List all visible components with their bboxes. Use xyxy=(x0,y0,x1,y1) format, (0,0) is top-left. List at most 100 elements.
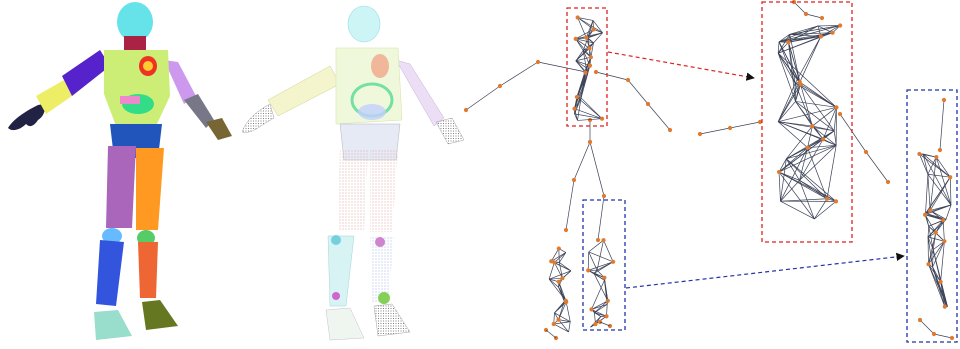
zoom-head-joint xyxy=(804,12,808,16)
skeleton-left-shin-joint xyxy=(601,238,605,242)
pc-ankle-marker-2 xyxy=(332,292,340,300)
skeleton-torso-edge xyxy=(575,74,588,114)
skeleton-left-arm-edge xyxy=(628,80,648,104)
skeleton-right-shin-edge xyxy=(549,271,571,279)
zoom-legs-joint xyxy=(948,175,952,179)
zoom-foot-joint xyxy=(918,318,922,322)
zoom-legs-joint xyxy=(928,208,932,212)
zoom-legs-edge xyxy=(941,241,945,282)
skeleton-torso-joint xyxy=(584,35,588,39)
pc-right-foot xyxy=(326,308,364,340)
skeleton-torso-joint xyxy=(600,117,604,121)
zoom-torso-edge xyxy=(795,36,821,83)
zoom-torso-joint xyxy=(830,31,834,35)
zoom-head-edge xyxy=(806,14,822,18)
zoom-foot-joint xyxy=(950,336,954,340)
neck xyxy=(124,36,146,50)
zoom-legs-edge xyxy=(926,174,928,213)
pc-left-knee xyxy=(375,237,385,247)
zoom-torso-joint xyxy=(799,82,803,86)
point-cloud-panel xyxy=(242,6,464,340)
zoom-torso-edge xyxy=(779,139,823,172)
skeleton-torso-joint xyxy=(576,15,580,19)
zoom-right-arm-joint xyxy=(698,132,702,136)
zoom-left-arm-joint xyxy=(838,112,842,116)
pc-ankle-marker-1 xyxy=(378,292,390,304)
skeleton-right-leg-joint xyxy=(588,118,592,122)
skeleton-right-shin-joint xyxy=(557,246,561,250)
zoom-legs-edge xyxy=(928,174,930,210)
zoom-torso-joint xyxy=(777,170,781,174)
zoom-leg-top-edge xyxy=(940,100,944,150)
zoom-left-arm-edge xyxy=(866,152,888,182)
zoom-torso-edge xyxy=(800,180,836,201)
skeleton-torso-joint xyxy=(572,107,576,111)
skeleton-right-shin-edge xyxy=(554,302,566,313)
skeleton-left-arm-joint xyxy=(646,102,650,106)
skeleton-left-shin-joint xyxy=(604,314,608,318)
zoom-foot-edge xyxy=(934,334,952,338)
skeleton-torso-joint xyxy=(591,27,595,31)
right-foot xyxy=(94,310,132,340)
skeleton-right-leg-joint xyxy=(564,228,568,232)
pc-left-foot xyxy=(374,304,410,336)
left-thigh xyxy=(136,148,164,230)
zoom-torso-edge xyxy=(780,199,827,201)
zoom-foot-edge xyxy=(920,320,934,334)
skeleton-right-arm-edge xyxy=(538,62,586,72)
zoom-torso-joint xyxy=(825,197,829,201)
skeleton-left-shin-joint xyxy=(589,307,593,311)
skeleton-right-leg-edge xyxy=(574,142,590,180)
zoom-torso-edge xyxy=(780,180,799,201)
zoom-left-arm-joint xyxy=(886,180,890,184)
skeleton-left-leg-joint xyxy=(602,194,606,198)
right-hand xyxy=(8,104,45,130)
zoom-leg-top-joint xyxy=(938,148,942,152)
zoom-torso-edge xyxy=(827,145,836,198)
skeleton-torso-joint xyxy=(574,37,578,41)
skeleton-torso-joint xyxy=(589,55,593,59)
zoom-legs-joint xyxy=(923,213,927,217)
skeleton-right-shin-joint xyxy=(552,322,556,326)
torso xyxy=(104,50,170,126)
left-hand xyxy=(206,118,232,140)
zoom-torso-joint xyxy=(834,199,838,203)
legs-zoom-arrow xyxy=(626,256,904,288)
pc-left-arm xyxy=(396,60,444,126)
zoom-leg-top-joint xyxy=(942,98,946,102)
skeleton-right-arm-joint xyxy=(498,84,502,88)
pc-right-arm xyxy=(268,66,340,116)
zoom-legs-edge xyxy=(943,220,944,241)
right-shin xyxy=(96,240,124,306)
skeleton-left-arm-joint xyxy=(626,78,630,82)
skeleton-right-leg-joint xyxy=(572,178,576,182)
pc-right-leg xyxy=(338,150,368,230)
zoom-legs-joint xyxy=(934,231,938,235)
skeleton-torso-joint xyxy=(583,70,587,74)
zoom-legs-joint xyxy=(941,218,945,222)
skeleton-torso-joint xyxy=(575,95,579,99)
skeleton-right-arm-edge xyxy=(500,62,538,86)
zoom-torso-joint xyxy=(819,34,823,38)
skeleton-left-leg-joint xyxy=(588,140,592,144)
segmented-mesh-panel xyxy=(8,2,232,340)
skeleton-left-arm-edge xyxy=(648,104,670,130)
skeleton-left-leg-edge xyxy=(590,142,604,196)
zoom-legs-joint xyxy=(917,152,921,156)
skeleton-left-shin-joint xyxy=(602,276,606,280)
zoom-right-arm-edge xyxy=(730,122,760,128)
skeleton-right-shin-edge xyxy=(554,324,569,332)
pc-heart xyxy=(371,54,389,78)
zoom-head-edge xyxy=(794,2,806,14)
skeleton-left-shin-joint xyxy=(611,260,615,264)
zoom-legs-joint xyxy=(939,280,943,284)
zoom-torso-edge xyxy=(779,148,808,172)
skeleton-right-arm-edge xyxy=(466,86,500,110)
zoom-torso-joint xyxy=(810,124,814,128)
zoom-torso-joint xyxy=(805,146,809,150)
zoom-right-arm-edge xyxy=(700,128,730,134)
skeleton-torso-joint xyxy=(588,63,592,67)
skeleton-left-shin-joint xyxy=(606,299,610,303)
